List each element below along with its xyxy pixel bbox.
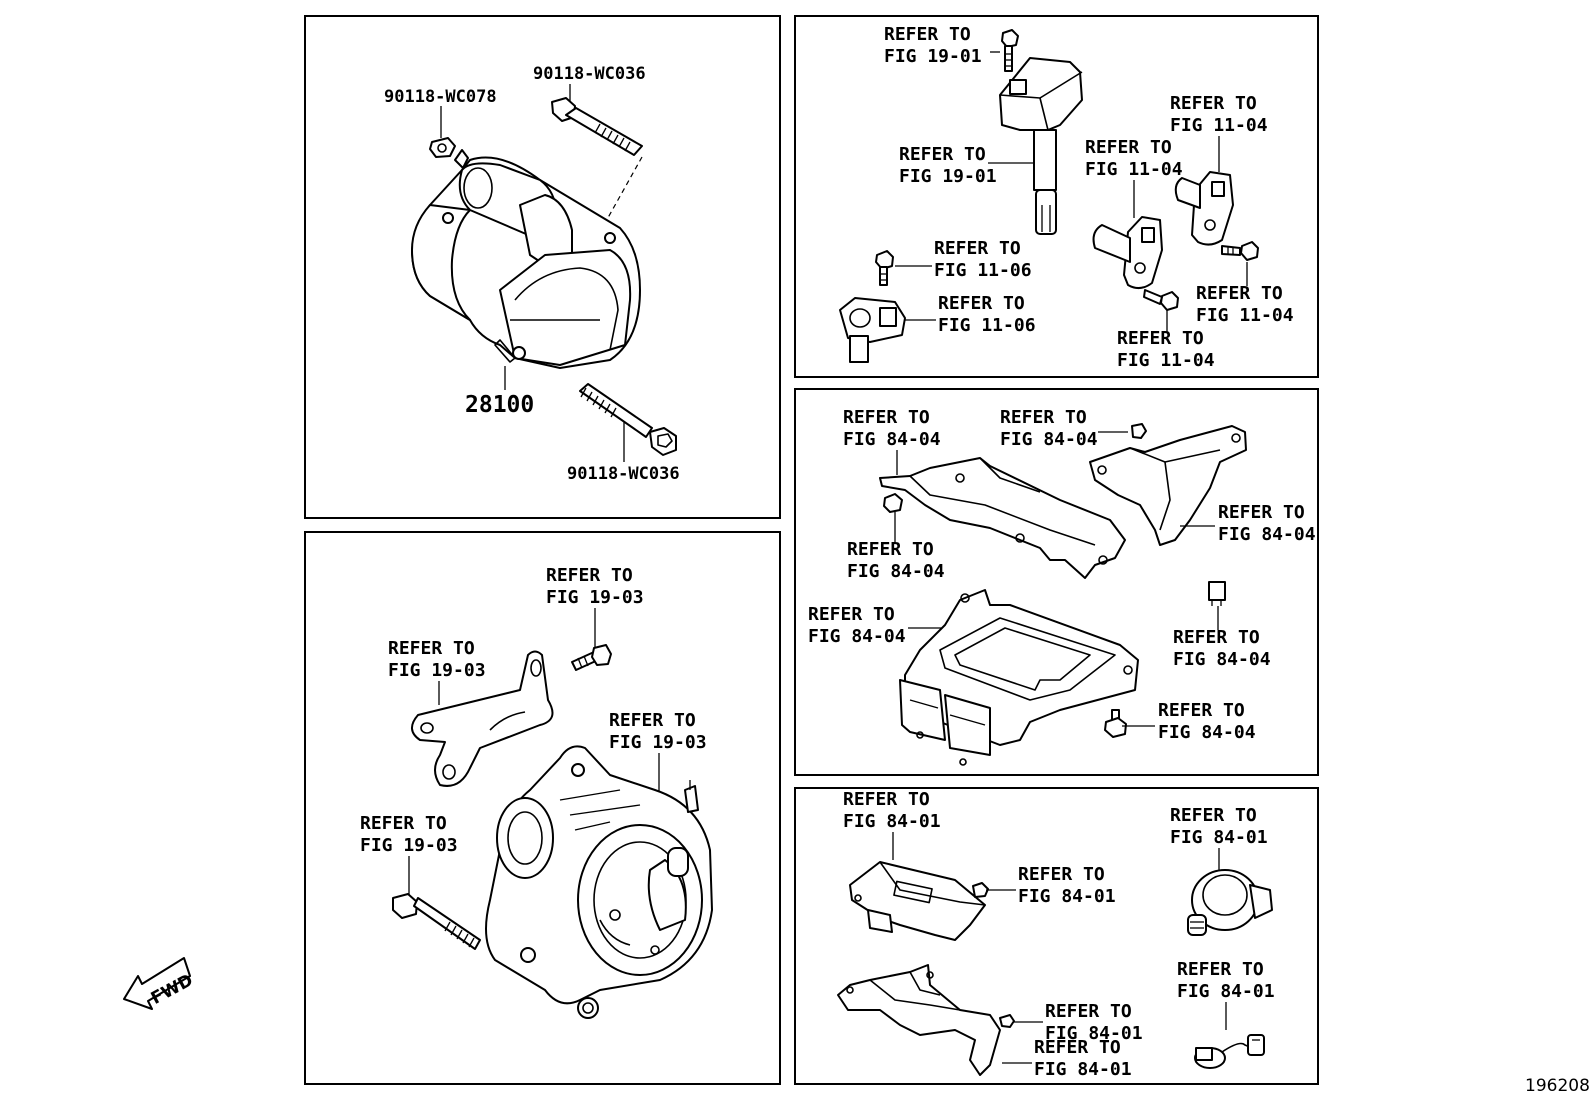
ref-nut2-line1[interactable]: REFER TO: [1045, 1001, 1132, 1022]
ecu-drawing: [899, 589, 1139, 766]
ref-ecu-bracket-left-line1[interactable]: REFER TO: [843, 407, 930, 428]
part-number-bolt-top[interactable]: 90118-WC036: [533, 64, 646, 84]
ref-sensor-right-line1[interactable]: REFER TO: [1170, 93, 1257, 114]
ref-pigtail-line1[interactable]: REFER TO: [1177, 959, 1264, 980]
cam-sensor-mid-drawing: [1092, 216, 1163, 289]
panel-alternator: REFER TO FIG 19-03 REFER TO FIG 19-03 RE…: [360, 565, 713, 1019]
starter-bolt-bottom-drawing: [579, 383, 677, 456]
ref-alternator-line1[interactable]: REFER TO: [609, 710, 696, 731]
module-drawing: [849, 861, 986, 941]
alternator-bolt-long-drawing: [392, 893, 481, 950]
panel-computer: REFER TO FIG 84-01 REFER TO FIG 84-01 RE…: [837, 789, 1275, 1080]
ref-sensor-mid-line1[interactable]: REFER TO: [1085, 137, 1172, 158]
ref-nut-line2[interactable]: FIG 84-01: [1018, 886, 1116, 907]
ref-bolt-top-line2[interactable]: FIG 19-03: [546, 587, 644, 608]
sensor-bolt-mid-drawing: [1143, 289, 1179, 311]
panel-ecu-frame: [794, 388, 1319, 776]
fwd-arrow: FWD: [123, 957, 196, 1010]
alternator-bolt-small-drawing: [571, 644, 612, 671]
panel-alternator-frame: [304, 531, 781, 1085]
ref-module-line1[interactable]: REFER TO: [843, 789, 930, 810]
ecu-bracket-left-drawing: [879, 457, 1126, 579]
ref-bolt-right-line2[interactable]: FIG 11-04: [1196, 305, 1294, 326]
ref-bolt-long-line2[interactable]: FIG 19-03: [360, 835, 458, 856]
ref-coil-bolt-line2[interactable]: FIG 19-01: [884, 46, 982, 67]
coil-bolt-drawing: [1001, 29, 1019, 72]
alternator-drawing: [485, 745, 713, 1019]
ref-sensor-left-line1[interactable]: REFER TO: [938, 293, 1025, 314]
ref-sensor-left-line2[interactable]: FIG 11-06: [938, 315, 1036, 336]
ref-ecu-line2[interactable]: FIG 84-04: [808, 626, 906, 647]
ref-ecu-nut-left-line1[interactable]: REFER TO: [847, 539, 934, 560]
bracket-nut-drawing: [999, 1014, 1015, 1028]
ref-ecu-bolt-line2[interactable]: FIG 84-04: [1158, 722, 1256, 743]
ref-alternator-line2[interactable]: FIG 19-03: [609, 732, 707, 753]
pressure-sensor-drawing: [1187, 869, 1273, 936]
panel-starter: 90118-WC078 90118-WC036: [384, 64, 680, 484]
ecu-nut-left-drawing: [883, 493, 903, 513]
module-nut-drawing: [972, 882, 989, 898]
ref-bracket-line2[interactable]: FIG 19-03: [388, 660, 486, 681]
starter-nut-drawing: [429, 137, 456, 158]
ecu-bolt-drawing: [1104, 709, 1127, 738]
panel-computer-frame: [794, 787, 1319, 1085]
ref-pigtail-line2[interactable]: FIG 84-01: [1177, 981, 1275, 1002]
panel-starter-frame: [304, 15, 781, 519]
starter-bolt-top-drawing: [551, 97, 643, 156]
ref-ecu-bracket-right-line2[interactable]: FIG 84-04: [1218, 524, 1316, 545]
module-bracket-drawing: [837, 964, 1001, 1076]
ref-bolt-right-line1[interactable]: REFER TO: [1196, 283, 1283, 304]
crank-sensor-drawing: [839, 297, 906, 363]
ref-ecu-nut-left-line2[interactable]: FIG 84-04: [847, 561, 945, 582]
diagram-id: 196208: [1525, 1076, 1590, 1096]
ref-bracket-line1[interactable]: REFER TO: [388, 638, 475, 659]
ecu-nut-top-drawing: [1131, 423, 1147, 439]
ref-ecu-nut-top-line1[interactable]: REFER TO: [1000, 407, 1087, 428]
ref-sensor-mid-line2[interactable]: FIG 11-04: [1085, 159, 1183, 180]
ref-coil-bolt-line1[interactable]: REFER TO: [884, 24, 971, 45]
ref-sensor-right-line2[interactable]: FIG 11-04: [1170, 115, 1268, 136]
ref-bolt-left-line2[interactable]: FIG 11-06: [934, 260, 1032, 281]
ref-sensor-line2[interactable]: FIG 84-01: [1170, 827, 1268, 848]
ref-ecu-line1[interactable]: REFER TO: [808, 604, 895, 625]
ref-ecu-bolt-line1[interactable]: REFER TO: [1158, 700, 1245, 721]
cam-sensor-right-drawing: [1174, 171, 1234, 246]
panel-sensors-frame: [794, 15, 1319, 378]
part-number-nut[interactable]: 90118-WC078: [384, 87, 497, 107]
ref-coil-line1[interactable]: REFER TO: [899, 144, 986, 165]
ref-bolt-top-line1[interactable]: REFER TO: [546, 565, 633, 586]
ref-sensor-line1[interactable]: REFER TO: [1170, 805, 1257, 826]
ref-bolt-mid-line2[interactable]: FIG 11-04: [1117, 350, 1215, 371]
ref-nut-line1[interactable]: REFER TO: [1018, 864, 1105, 885]
ref-nut2-line2[interactable]: FIG 84-01: [1045, 1023, 1143, 1044]
pigtail-sensor-drawing: [1194, 1034, 1265, 1069]
panel-ecu: REFER TO FIG 84-04 REFER TO FIG 84-04 RE…: [808, 407, 1316, 766]
sensor-bolt-left-drawing: [875, 250, 894, 286]
ref-bolt-mid-line1[interactable]: REFER TO: [1117, 328, 1204, 349]
ref-relay-line2[interactable]: FIG 84-04: [1173, 649, 1271, 670]
ignition-coil-drawing: [999, 57, 1083, 235]
starter-motor-drawing: [411, 149, 641, 369]
ref-ecu-bracket-right-line1[interactable]: REFER TO: [1218, 502, 1305, 523]
sensor-bolt-right-drawing: [1221, 241, 1259, 261]
ref-coil-line2[interactable]: FIG 19-01: [899, 166, 997, 187]
relay-drawing: [1208, 581, 1226, 606]
ref-ecu-bracket-left-line2[interactable]: FIG 84-04: [843, 429, 941, 450]
part-number-starter[interactable]: 28100: [465, 392, 534, 418]
ref-relay-line1[interactable]: REFER TO: [1173, 627, 1260, 648]
alternator-bracket-drawing: [411, 650, 554, 787]
ref-bolt-left-line1[interactable]: REFER TO: [934, 238, 1021, 259]
ref-module-line2[interactable]: FIG 84-01: [843, 811, 941, 832]
part-number-bolt-bottom[interactable]: 90118-WC036: [567, 464, 680, 484]
ecu-bracket-right-drawing: [1089, 425, 1247, 546]
ref-bracket-line1[interactable]: REFER TO: [1034, 1037, 1121, 1058]
panel-sensors: REFER TO FIG 19-01 REFER TO FIG 19-01 RE…: [839, 24, 1294, 371]
ref-bracket-line2[interactable]: FIG 84-01: [1034, 1059, 1132, 1080]
ref-bolt-long-line1[interactable]: REFER TO: [360, 813, 447, 834]
ref-ecu-nut-top-line2[interactable]: FIG 84-04: [1000, 429, 1098, 450]
